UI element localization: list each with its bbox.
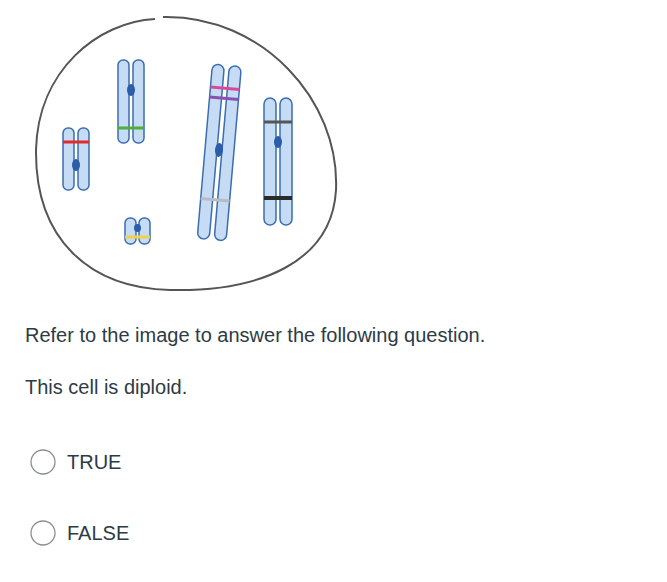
chromosome [264,98,292,225]
chromosome [63,128,89,190]
option-label: TRUE [67,450,121,474]
question-prompt: Refer to the image to answer the followi… [25,323,485,347]
chromosome [125,218,150,244]
option-label: FALSE [67,521,129,545]
radio-button [31,450,55,474]
chromosome [197,64,241,241]
chromosome [118,60,144,143]
statement: This cell is diploid. [25,375,187,399]
radio-button [31,521,55,545]
cell-membrane [36,17,336,290]
